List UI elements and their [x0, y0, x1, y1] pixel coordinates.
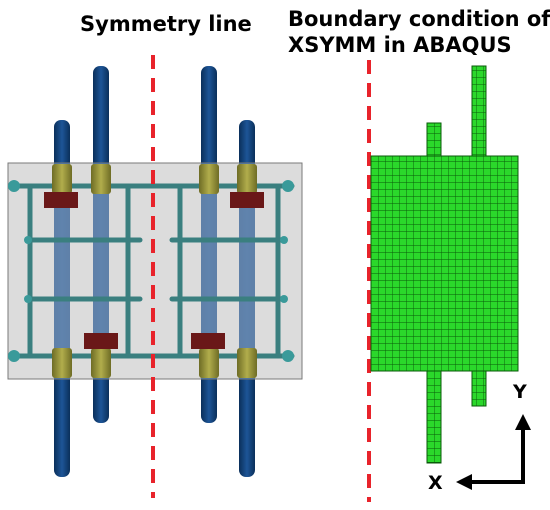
plate — [230, 192, 264, 208]
sleeve — [91, 164, 111, 194]
sleeve — [237, 164, 257, 194]
y-arrow-head — [515, 414, 531, 430]
half-model-mesh — [370, 65, 519, 464]
embedded-rebars — [54, 163, 255, 379]
axis-y-label: Y — [513, 381, 527, 403]
grout-sleeves — [52, 164, 257, 378]
plate — [44, 192, 78, 208]
stirrup-end — [282, 180, 294, 192]
symmetry-line-label: Symmetry line — [80, 12, 252, 36]
stirrup-end — [8, 180, 20, 192]
mesh-block — [370, 155, 519, 372]
sleeve — [52, 164, 72, 194]
x-arrow-head — [456, 474, 472, 490]
plate — [191, 333, 225, 349]
coordinate-axes — [456, 414, 531, 490]
stirrup-end — [24, 236, 32, 244]
embedded-rebar — [201, 163, 217, 379]
stirrup-end — [24, 295, 32, 303]
loading-plates — [44, 192, 264, 349]
axis-x-label: X — [428, 472, 443, 494]
stirrup-end — [8, 350, 20, 362]
sleeve — [52, 348, 72, 378]
sleeve — [199, 164, 219, 194]
embedded-rebar — [239, 163, 255, 379]
stirrup-end — [282, 350, 294, 362]
plate — [84, 333, 118, 349]
sleeve — [199, 348, 219, 378]
sleeve — [237, 348, 257, 378]
embedded-rebar — [93, 163, 109, 379]
xsymm-abaqus-label: XSYMM in ABAQUS — [288, 33, 512, 57]
stirrup-end — [280, 236, 288, 244]
embedded-rebar — [54, 163, 70, 379]
boundary-condition-label: Boundary condition of — [288, 7, 550, 31]
stirrup-end — [280, 295, 288, 303]
sleeve — [91, 348, 111, 378]
stirrup-ends — [8, 180, 294, 362]
